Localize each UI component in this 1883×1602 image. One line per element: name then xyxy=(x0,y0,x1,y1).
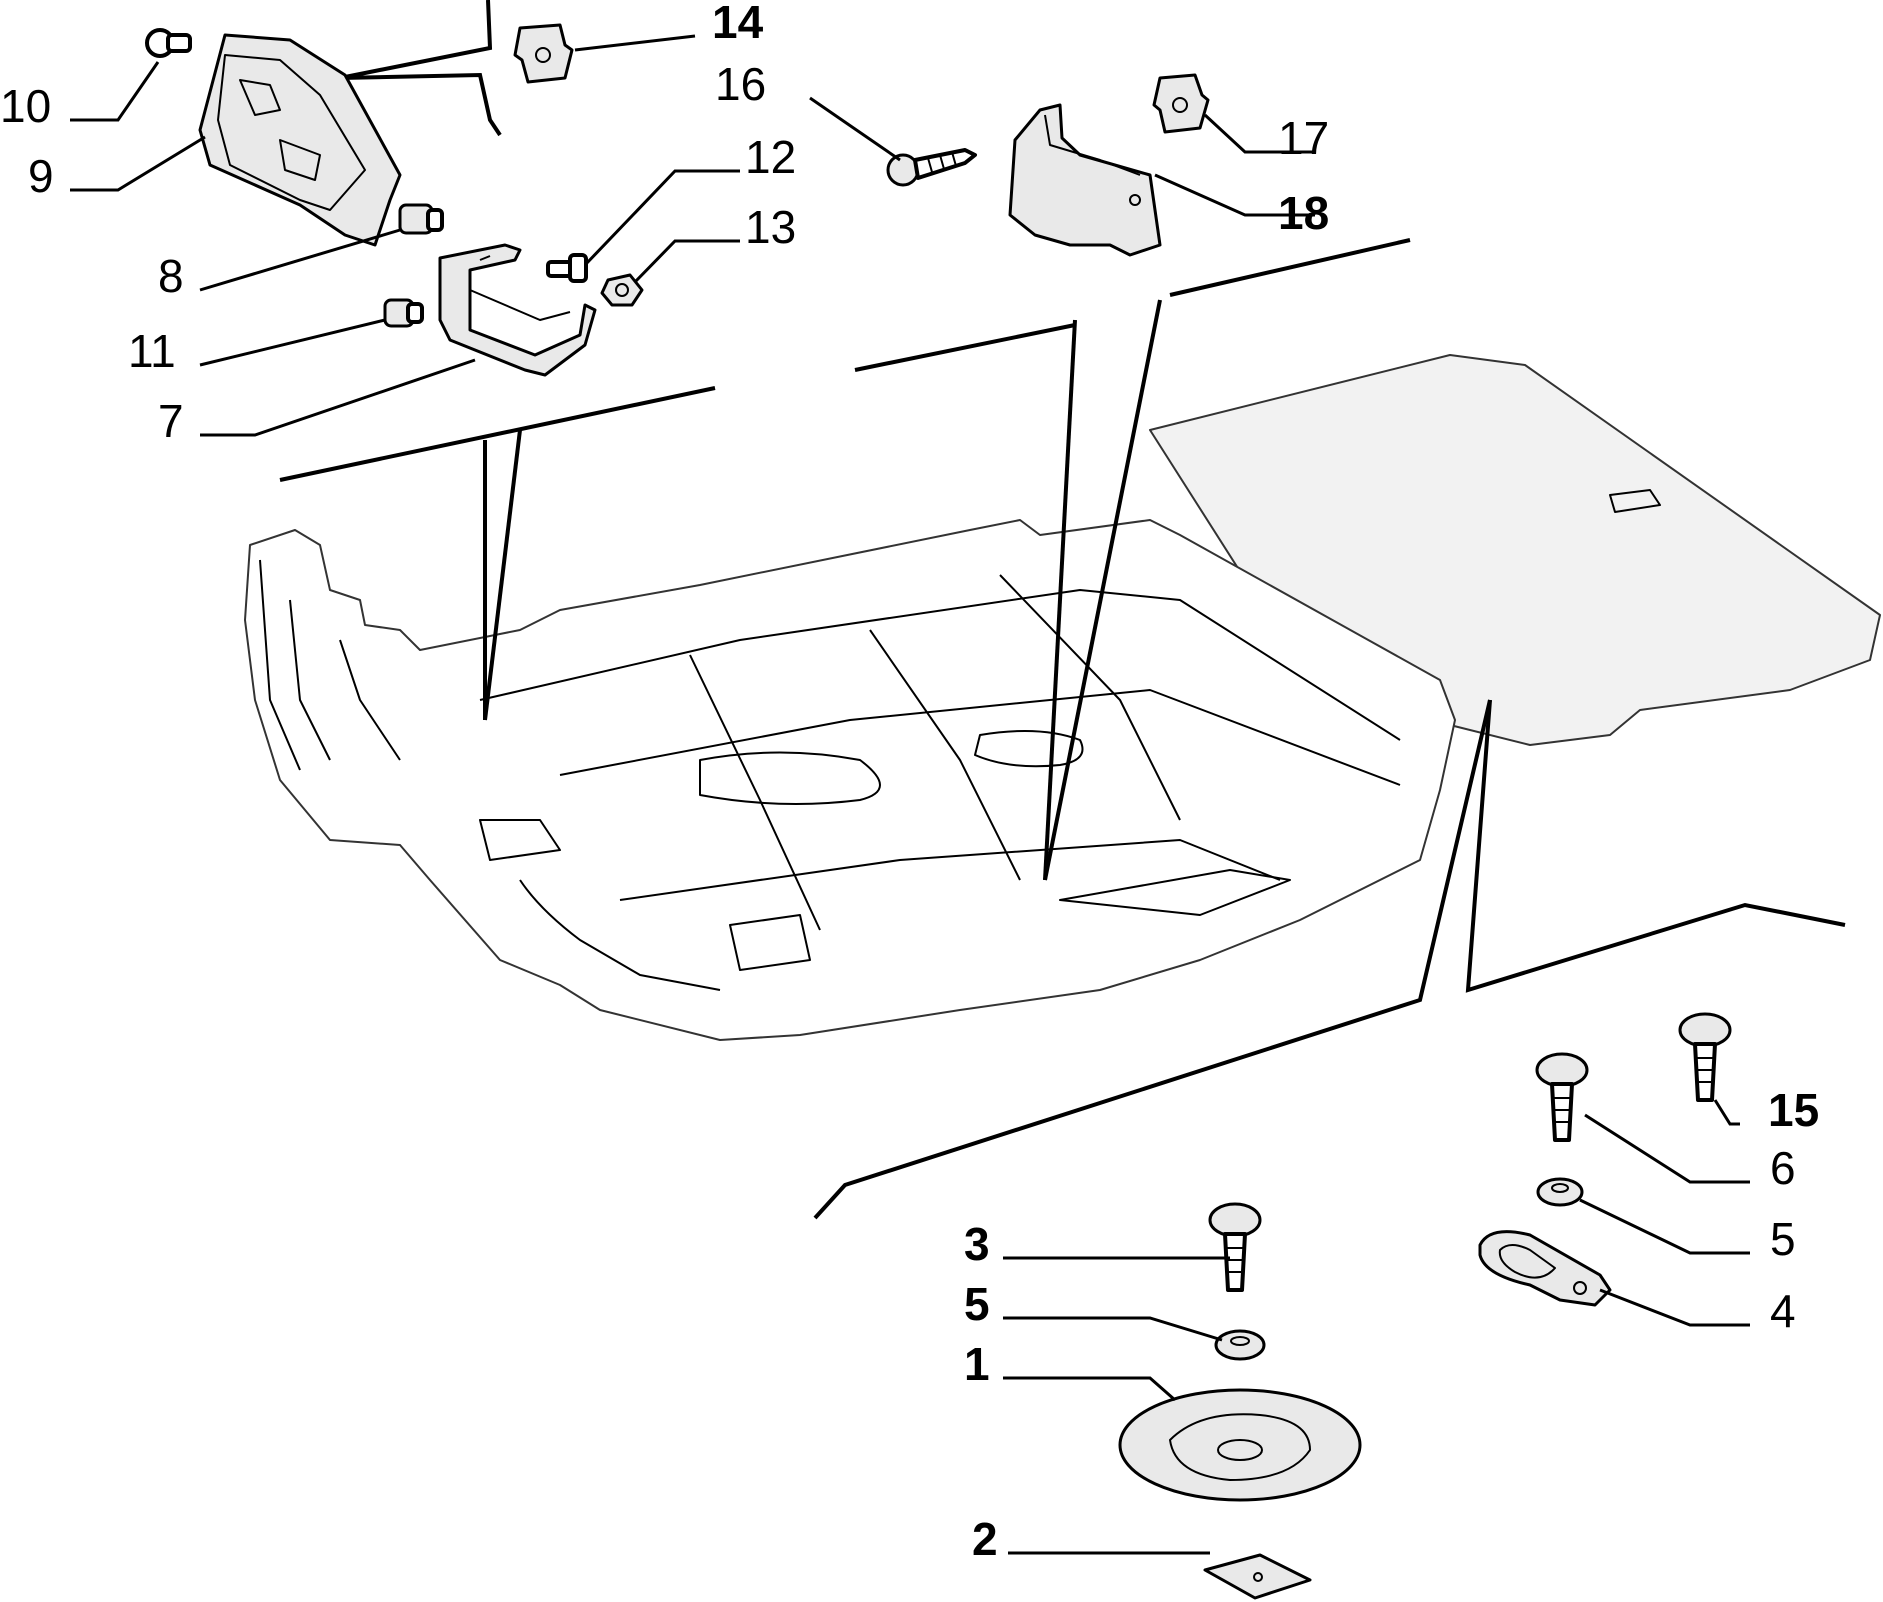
callout-18: 18 xyxy=(1278,187,1329,239)
callout-2: 2 xyxy=(972,1513,998,1565)
part-5-washer-left xyxy=(1214,1329,1266,1361)
part-17-clip xyxy=(1152,73,1210,134)
part-11-nut xyxy=(383,298,424,328)
callout-10: 10 xyxy=(0,80,51,132)
part-13-nut xyxy=(600,273,644,307)
callout-15: 15 xyxy=(1768,1084,1819,1136)
floor-pan xyxy=(244,354,1881,1041)
part-10-bolt xyxy=(145,28,192,58)
callout-13: 13 xyxy=(745,201,796,253)
callout-4: 4 xyxy=(1770,1285,1796,1337)
callout-9: 9 xyxy=(28,150,54,202)
part-9-bracket xyxy=(198,33,402,247)
callout-labels: 10 9 8 11 7 14 16 12 13 17 18 15 6 5 4 3… xyxy=(0,0,1819,1565)
callout-8: 8 xyxy=(158,250,184,302)
callout-14: 14 xyxy=(712,0,764,48)
guide-lines xyxy=(279,0,1846,1220)
callout-12: 12 xyxy=(745,131,796,183)
callout-17: 17 xyxy=(1278,112,1329,164)
leader-lines xyxy=(70,34,1750,1555)
callout-6: 6 xyxy=(1770,1142,1796,1194)
part-4-eyelet xyxy=(1478,1230,1612,1307)
part-6-screw xyxy=(1535,1052,1589,1142)
callout-3: 3 xyxy=(964,1218,990,1270)
part-7-bracket xyxy=(438,243,597,377)
part-12-bolt xyxy=(546,253,588,283)
part-14-clip xyxy=(513,23,574,84)
callout-16: 16 xyxy=(715,58,766,110)
part-5-washer-right xyxy=(1536,1177,1584,1207)
callout-11: 11 xyxy=(128,325,176,377)
callout-7: 7 xyxy=(158,395,184,447)
callout-1: 1 xyxy=(964,1338,990,1390)
part-8-nut xyxy=(398,203,444,235)
part-3-screw xyxy=(1208,1202,1262,1292)
part-1-cup xyxy=(1118,1388,1362,1502)
part-16-screw xyxy=(886,148,977,187)
callout-5-right: 5 xyxy=(1770,1213,1796,1265)
part-18-bracket xyxy=(1008,103,1162,257)
part-15-screw xyxy=(1678,1012,1732,1102)
callout-5-left: 5 xyxy=(964,1278,990,1330)
part-2-pad xyxy=(1203,1553,1312,1600)
